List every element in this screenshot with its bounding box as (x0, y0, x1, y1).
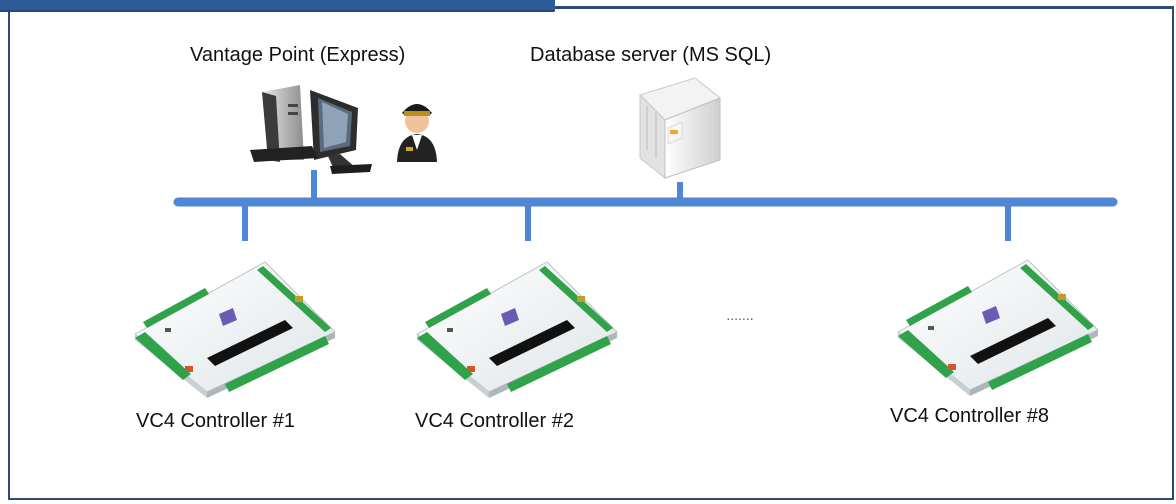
diagram-frame (8, 6, 1174, 500)
header-tab (0, 0, 555, 12)
controller-board-icon (134, 261, 336, 398)
ellipsis-text: ....... (726, 307, 753, 323)
controller-1-label: VC4 Controller #1 (136, 410, 295, 432)
network-bus (173, 170, 1118, 241)
vantage-point-label: Vantage Point (Express) (190, 44, 406, 66)
server-tower-icon (639, 77, 721, 180)
controller-8-label: VC4 Controller #8 (890, 405, 1049, 427)
controller-board-icon (897, 259, 1099, 396)
workstation-with-operator-icon (250, 85, 437, 174)
controller-2-label: VC4 Controller #2 (415, 410, 574, 432)
controller-board-icon (416, 261, 618, 398)
database-server-label: Database server (MS SQL) (530, 44, 772, 66)
